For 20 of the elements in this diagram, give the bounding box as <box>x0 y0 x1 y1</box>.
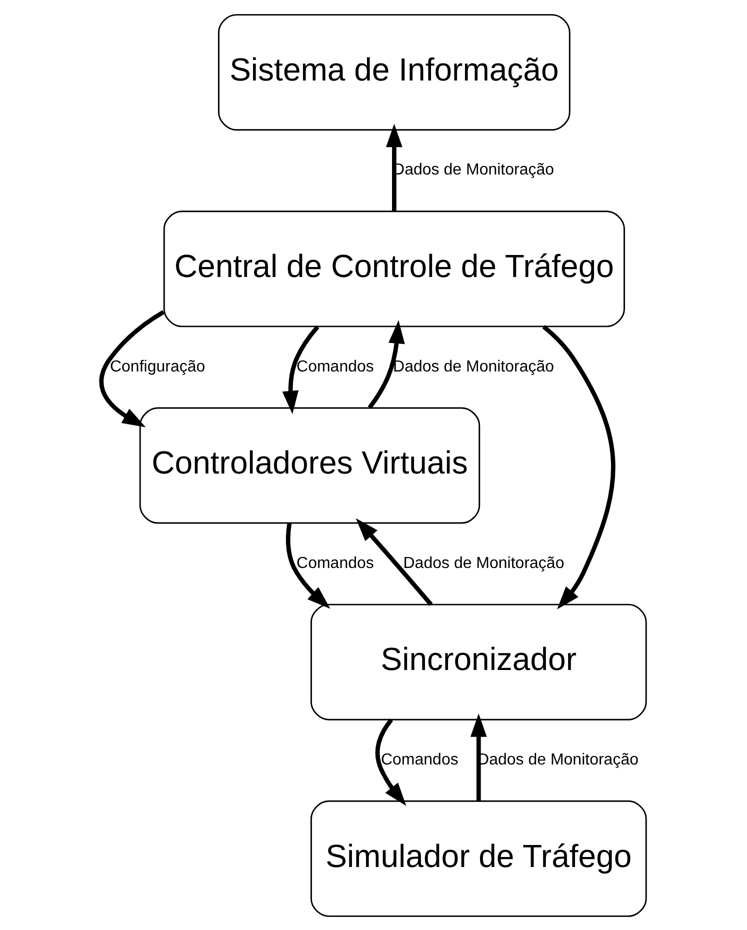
node-box: Simulador de Tráfego <box>310 800 647 916</box>
arrow <box>356 518 433 606</box>
node-box: Central de Controle de Tráfego <box>163 210 625 327</box>
arrow <box>375 718 406 806</box>
node-box: Sistema de Informação <box>218 14 570 130</box>
edge-label: Comandos <box>296 554 374 572</box>
edge-label: Comandos <box>296 358 374 375</box>
edge-label: Configuração <box>110 358 206 375</box>
edge-label: Comandos <box>380 750 458 768</box>
node-box: Controladores Virtuais <box>139 406 480 524</box>
arrow <box>368 320 405 408</box>
arrow <box>386 123 402 211</box>
edge-label: Dados de Monitoração <box>403 554 564 572</box>
arrow <box>542 324 616 609</box>
arrow <box>470 712 487 800</box>
arrow <box>99 310 165 427</box>
edge-label: Dados de Monitoração <box>393 358 554 375</box>
arrow <box>282 324 320 414</box>
arrow <box>286 522 330 608</box>
node-box: Sincronizador <box>310 603 647 720</box>
